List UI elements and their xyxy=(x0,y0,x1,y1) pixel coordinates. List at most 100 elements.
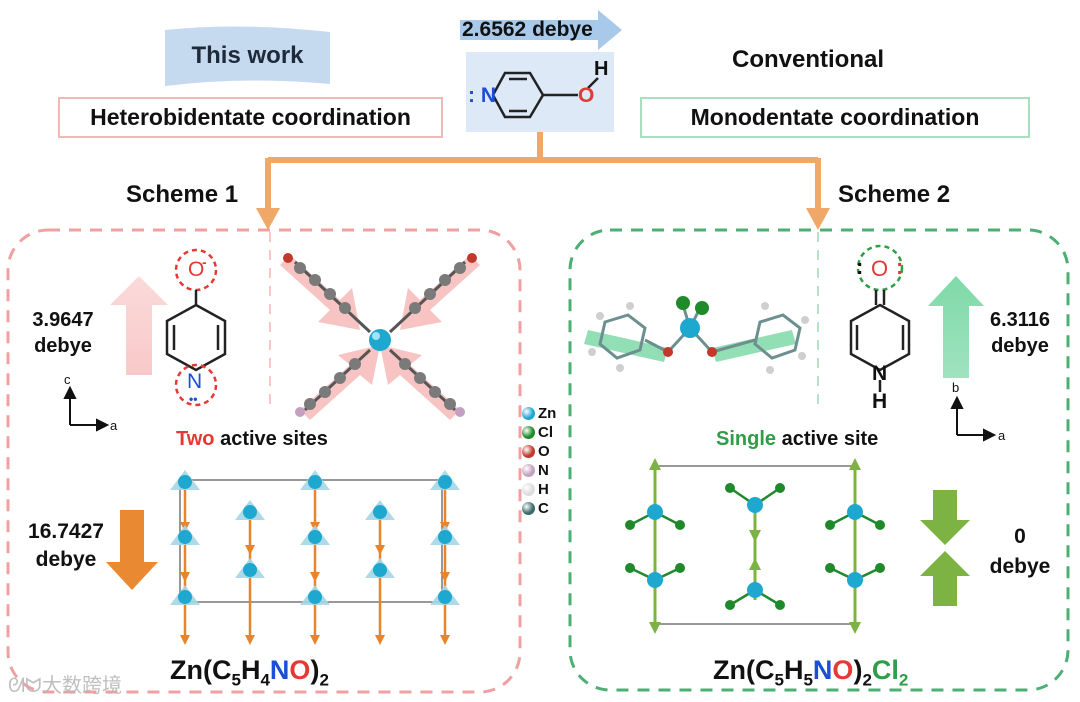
scheme2-dipole-molecule-value: 6.3116 xyxy=(989,309,1051,331)
legend-label-h: H xyxy=(538,481,549,498)
f1-part1: Zn(C xyxy=(170,655,232,685)
scheme2-axis-a: a xyxy=(998,428,1006,443)
scheme1-dipole-arrow xyxy=(110,276,168,375)
watermark-logo-icon: ᘛᗢ xyxy=(8,675,42,697)
molecule-n-label: : N xyxy=(468,84,496,107)
f2-sub4: 2 xyxy=(898,670,909,690)
this-work-label: This work xyxy=(191,42,304,69)
scheme2-lone-pair-left: : xyxy=(856,254,864,279)
scheme1-dipole-crystal-value: 16.7427 xyxy=(28,520,104,543)
watermark: ᘛᗢ大数跨境 xyxy=(8,669,122,698)
scheme1-active-rest: active sites xyxy=(214,428,328,450)
legend-atom-sphere-zn xyxy=(522,407,535,420)
scheme1-axis-a: a xyxy=(110,418,118,433)
scheme1-axis-c: c xyxy=(64,372,71,387)
scheme2-atom-o: O xyxy=(871,256,889,281)
scheme1-title: Scheme 1 xyxy=(126,181,239,208)
scheme2-axis-b: b xyxy=(952,380,960,395)
monodentate-label: Monodentate coordination xyxy=(690,104,980,130)
monodentate-box xyxy=(640,97,1030,138)
scheme2-formula: Zn(C5H5NO)2Cl2 xyxy=(713,655,908,690)
scheme1-crystal-dipole-arrow xyxy=(106,510,158,590)
legend-label-zn: Zn xyxy=(538,405,557,422)
f2-part3: ) xyxy=(853,655,863,685)
scheme2-dipole-molecule-unit: debye xyxy=(991,335,1049,357)
connector-lines xyxy=(256,132,830,230)
this-work-ribbon xyxy=(165,26,330,87)
f2-part2: H xyxy=(783,655,804,685)
f2-sub3: 2 xyxy=(862,670,872,690)
scheme1-lone-pair: •• xyxy=(189,392,198,406)
scheme2-dipole-arrow xyxy=(928,276,984,378)
scheme2-crystal-arrow-up xyxy=(920,551,970,606)
legend-item-n: N xyxy=(522,461,572,480)
scheme2-active-rest: active site xyxy=(776,428,879,450)
scheme2-title: Scheme 2 xyxy=(838,181,951,208)
dipole-top-arrow xyxy=(460,10,622,50)
f2-oxygen: O xyxy=(832,655,854,685)
legend-item-zn: Zn xyxy=(522,404,572,423)
scheme1-formula: Zn(C5H4NO)2 xyxy=(170,655,329,690)
legend-atom-sphere-h xyxy=(522,483,535,496)
dipole-top-label: 2.6562 debye xyxy=(462,18,593,41)
legend-atom-sphere-n xyxy=(522,464,535,477)
scheme2-atom-n: N xyxy=(872,362,888,385)
legend-label-o: O xyxy=(538,443,550,460)
legend-atom-sphere-o xyxy=(522,445,535,458)
watermark-text: 大数跨境 xyxy=(42,675,122,697)
scheme2-dipole-molecule: 6.3116 debye xyxy=(975,307,1065,359)
scheme2-crystal-lattice xyxy=(625,458,885,634)
f1-sub1: 5 xyxy=(231,670,241,690)
legend-label-cl: Cl xyxy=(538,424,553,441)
scheme1-dipole-molecule-value: 3.9647 xyxy=(32,309,94,331)
legend-label-n: N xyxy=(538,462,549,479)
f2-sub2: 5 xyxy=(803,670,813,690)
scheme1-dipole-molecule-unit: debye xyxy=(34,335,92,357)
legend-item-h: H xyxy=(522,480,572,499)
f1-sub3: 2 xyxy=(319,670,329,690)
legend-item-c: C xyxy=(522,499,572,518)
f1-nitrogen: N xyxy=(269,655,290,685)
legend-item-cl: Cl xyxy=(522,423,572,442)
scheme2-dipole-crystal-value: 0 xyxy=(1014,525,1026,548)
scheme1-atom-n: N xyxy=(187,370,203,393)
legend-label-c: C xyxy=(538,500,549,517)
scheme1-active-sites: Two active sites xyxy=(176,428,328,451)
molecule-o-label: O xyxy=(578,84,595,107)
scheme1-crystal-lattice xyxy=(170,470,460,645)
scheme1-axes xyxy=(63,385,110,432)
scheme2-axes xyxy=(950,395,997,442)
scheme2-active-sites: Single active site xyxy=(716,428,878,451)
scheme1-dipole-crystal: 16.7427 debye xyxy=(16,518,116,574)
legend-atom-sphere-c xyxy=(522,502,535,515)
scheme1-active-highlight: Two xyxy=(176,428,215,450)
scheme1-frame xyxy=(6,228,522,694)
f1-part3: ) xyxy=(310,655,320,685)
scheme1-atom-o: O xyxy=(188,258,205,281)
scheme1-dipole-molecule: 3.9647 debye xyxy=(18,307,108,359)
scheme1-complex-structure xyxy=(280,253,480,420)
f2-nitrogen: N xyxy=(812,655,833,685)
molecule-h-label: H xyxy=(594,58,609,80)
top-pyridinol-molecule xyxy=(491,71,599,119)
scheme1-dipole-crystal-unit: debye xyxy=(35,548,97,571)
scheme2-ligand-molecule xyxy=(849,244,911,392)
scheme2-dipole-crystal: 0 debye xyxy=(975,522,1065,582)
heterobidentate-box xyxy=(58,97,443,138)
f1-oxygen: O xyxy=(289,655,311,685)
heterobidentate-label: Heterobidentate coordination xyxy=(90,104,411,130)
scheme2-active-highlight: Single xyxy=(716,428,777,450)
scheme2-lone-pair-right: : xyxy=(896,254,904,279)
conventional-label: Conventional xyxy=(732,46,885,73)
scheme2-dipole-crystal-unit: debye xyxy=(989,555,1051,578)
f2-chlorine: Cl xyxy=(871,655,899,685)
legend-item-o: O xyxy=(522,442,572,461)
scheme1-ligand-molecule xyxy=(165,248,227,407)
scheme2-complex-structure xyxy=(584,296,809,374)
scheme2-frame xyxy=(568,228,1070,692)
f2-sub1: 5 xyxy=(774,670,784,690)
scheme1-atom-o-charge: - xyxy=(202,254,207,270)
legend-atom-sphere-cl xyxy=(522,426,535,439)
